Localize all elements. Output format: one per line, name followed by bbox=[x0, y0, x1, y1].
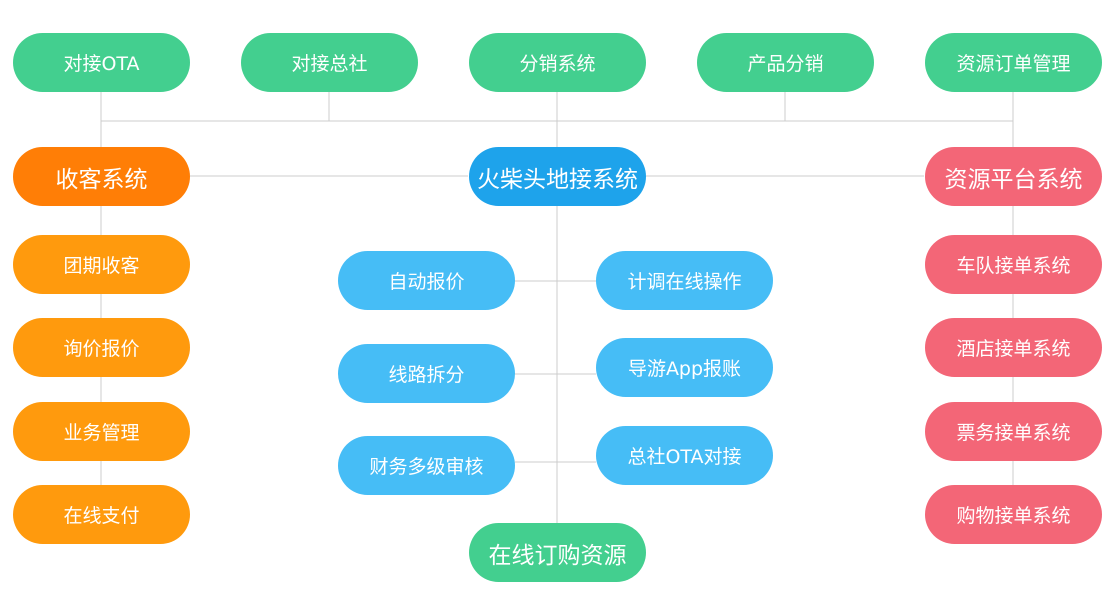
node-ziyuan-pingtai: 资源平台系统 bbox=[925, 147, 1102, 206]
node-right-item: 酒店接单系统 bbox=[925, 318, 1102, 377]
node-chanpin-fenxiao: 产品分销 bbox=[697, 33, 874, 92]
node-center-left-item: 线路拆分 bbox=[338, 344, 515, 403]
node-shouke-xitong: 收客系统 bbox=[13, 147, 190, 206]
node-ziyuan-dingdan: 资源订单管理 bbox=[925, 33, 1102, 92]
node-right-item: 车队接单系统 bbox=[925, 235, 1102, 294]
node-left-item: 询价报价 bbox=[13, 318, 190, 377]
node-center-left-item: 财务多级审核 bbox=[338, 436, 515, 495]
node-left-item: 业务管理 bbox=[13, 402, 190, 461]
node-main-system: 火柴头地接系统 bbox=[469, 147, 646, 206]
node-duijie-ota: 对接OTA bbox=[13, 33, 190, 92]
node-right-item: 票务接单系统 bbox=[925, 402, 1102, 461]
node-fenxiao-xitong: 分销系统 bbox=[469, 33, 646, 92]
node-left-item: 团期收客 bbox=[13, 235, 190, 294]
node-center-left-item: 自动报价 bbox=[338, 251, 515, 310]
node-center-right-item: 总社OTA对接 bbox=[596, 426, 773, 485]
node-right-item: 购物接单系统 bbox=[925, 485, 1102, 544]
node-center-right-item: 导游App报账 bbox=[596, 338, 773, 397]
node-left-item: 在线支付 bbox=[13, 485, 190, 544]
node-zaixian-dinggou: 在线订购资源 bbox=[469, 523, 646, 582]
node-center-right-item: 计调在线操作 bbox=[596, 251, 773, 310]
node-duijie-zongshe: 对接总社 bbox=[241, 33, 418, 92]
